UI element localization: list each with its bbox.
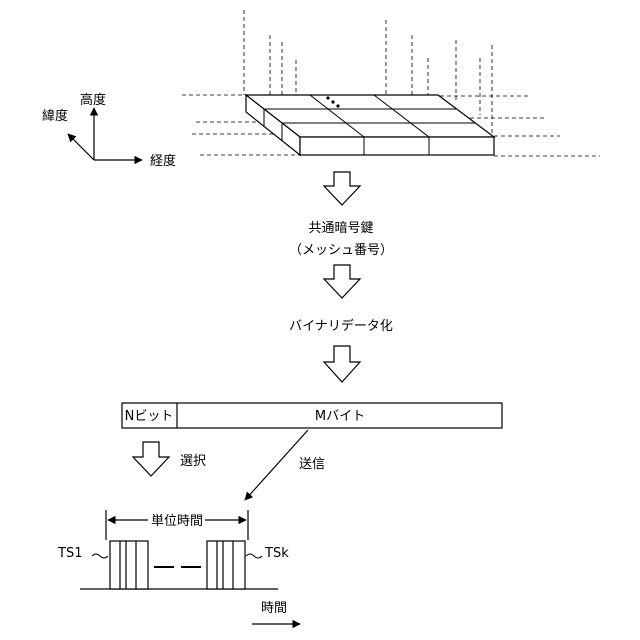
binarize-label: バイナリデータ化	[289, 318, 393, 334]
ts1-leader	[92, 554, 108, 558]
bitfield-bar	[122, 403, 502, 428]
time-slots	[80, 541, 278, 589]
down-arrow-1	[324, 172, 360, 205]
axes-indicator	[68, 108, 142, 160]
n-bit-label: Nビット	[125, 409, 174, 424]
mesh-slab	[246, 95, 494, 155]
tsk-label: TSk	[264, 546, 289, 561]
down-arrow-2	[324, 265, 360, 298]
ts1-label: TS1	[57, 546, 82, 561]
mesh-front-face	[300, 137, 494, 155]
slot-group-first	[110, 541, 148, 589]
bitfield-outline	[122, 403, 502, 428]
key-title: 共通暗号鍵	[308, 220, 373, 236]
m-byte-label: Mバイト	[315, 409, 365, 424]
down-arrow-3	[324, 346, 360, 382]
time-label: 時間	[261, 601, 287, 616]
tsk-leader	[246, 554, 262, 558]
select-arrow	[133, 442, 169, 476]
send-label: 送信	[299, 457, 325, 472]
select-label: 選択	[180, 454, 206, 469]
slot-group-last	[207, 541, 245, 589]
unit-time-label: 単位時間	[151, 513, 203, 529]
latitude-label: 緯度	[42, 108, 68, 124]
altitude-label: 高度	[80, 92, 106, 108]
key-subtitle: （メッシュ番号）	[289, 243, 393, 258]
latitude-axis	[68, 134, 94, 160]
longitude-label: 経度	[150, 153, 176, 169]
